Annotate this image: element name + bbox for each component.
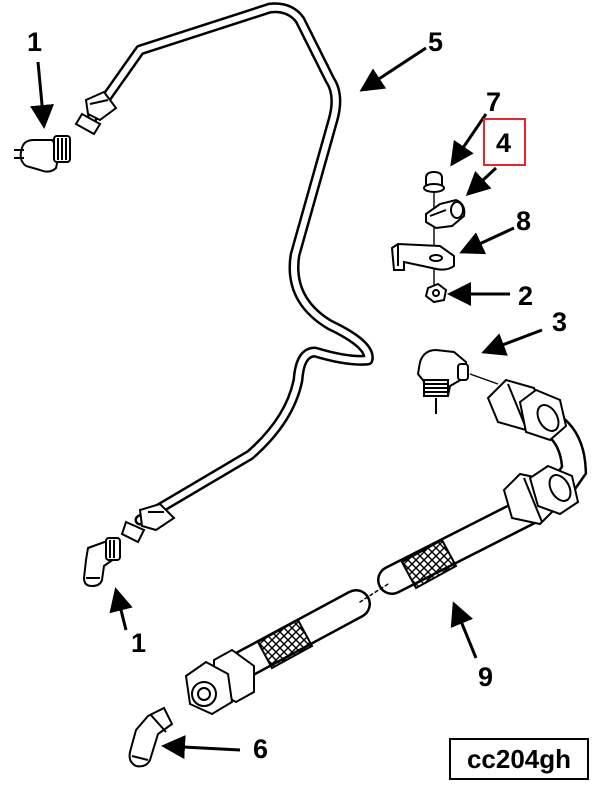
lower-elbow: [128, 706, 174, 768]
callout-part-6: 6: [253, 734, 268, 764]
bolt: [423, 170, 445, 290]
hose-fitting-middle: [502, 464, 580, 526]
callout-part-1-bottom: 1: [131, 628, 146, 658]
callout-part-5: 5: [428, 27, 443, 57]
bracket: [390, 242, 455, 271]
tube-nut-top: [74, 90, 118, 136]
callout-part-3: 3: [552, 307, 567, 337]
clamp: [425, 198, 466, 230]
elbow-fitting-bottom: [82, 537, 121, 588]
callout-part-2: 2: [518, 281, 533, 311]
callout-part-4: 4: [496, 128, 511, 158]
figure-code-label: cc204gh: [449, 738, 589, 780]
callout-part-8: 8: [516, 206, 531, 236]
callout-part-9: 9: [478, 662, 493, 692]
steel-tube: [86, 2, 374, 526]
elbow-fitting-top: [14, 135, 71, 173]
callout-part-1-top: 1: [27, 27, 42, 57]
elbow-adapter: [416, 348, 499, 414]
part-4-highlight-box: [483, 118, 526, 166]
hose-braid: [256, 538, 458, 670]
hose-fitting-upper: [486, 378, 568, 442]
callout-part-7: 7: [486, 87, 501, 117]
leader-arrows: [30, 46, 543, 760]
hose-fitting-lower: [184, 648, 255, 716]
nut: [424, 282, 448, 304]
tube-nut-bottom: [120, 502, 176, 544]
